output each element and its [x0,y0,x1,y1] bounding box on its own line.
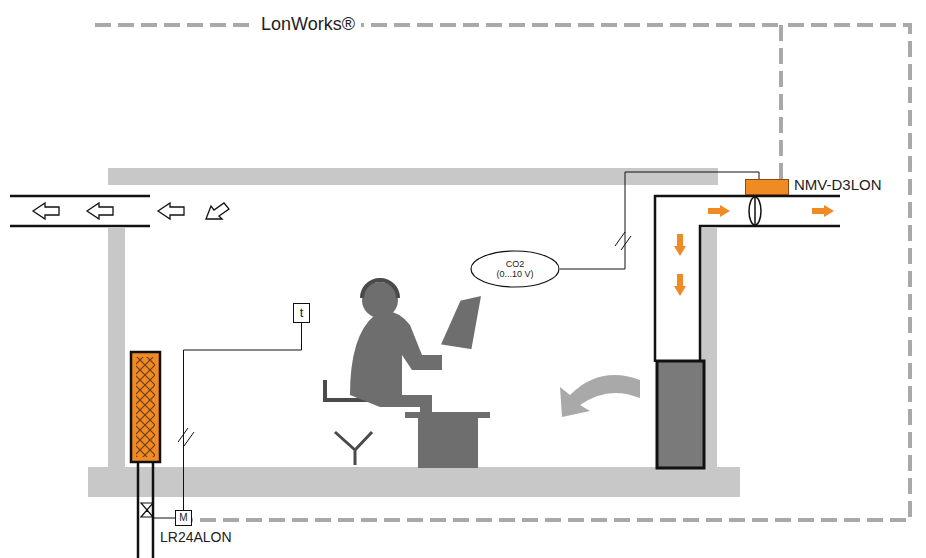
valve-actuator: MLR24ALON [175,510,192,526]
temperature-sensor: t [293,303,310,323]
signal-wire [560,172,759,269]
co2-sensor: CO2 (0...10 V) [470,250,560,288]
node-label: LR24ALON [160,529,232,545]
bus-line [192,25,910,520]
node-text: M [179,512,187,524]
node-label: NMV-D3LON [794,176,882,193]
bus-label: LonWorks® [255,14,361,35]
signal-wire [184,323,302,510]
node-text: t [300,306,304,321]
node-text: CO2 (0...10 V) [495,259,535,280]
damper-actuator: NMV-D3LON [745,179,789,195]
